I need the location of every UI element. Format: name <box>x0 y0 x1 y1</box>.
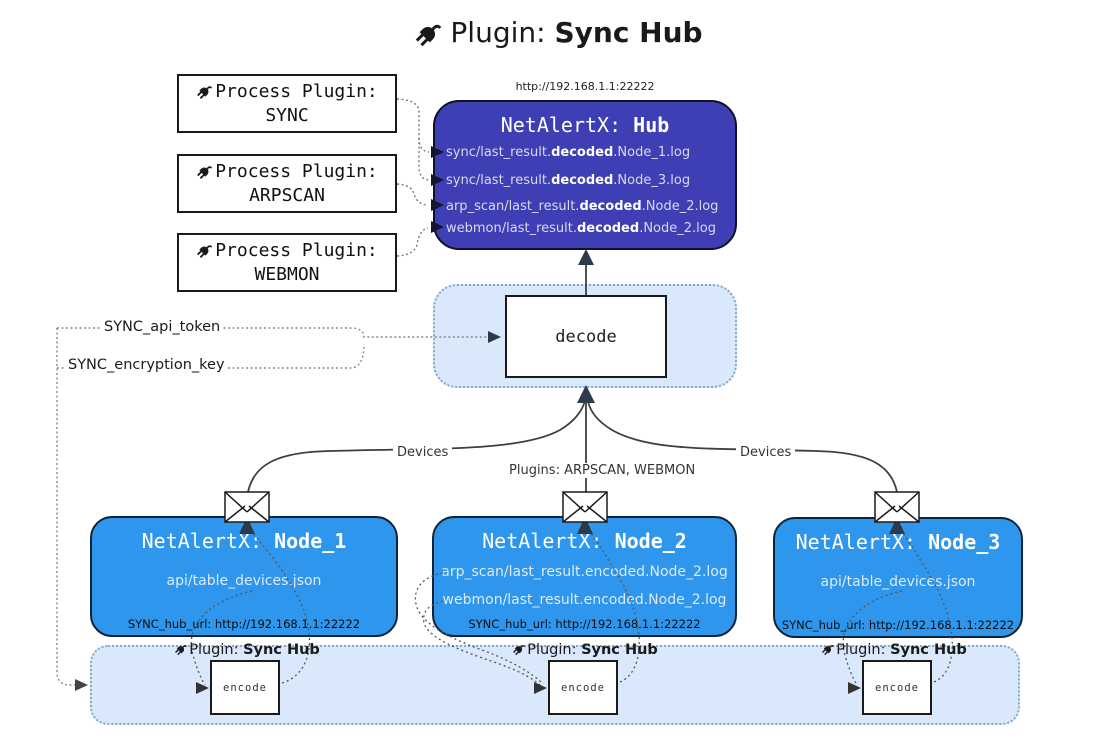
hub-log-line: sync/last_result.decoded.Node_3.log <box>446 173 691 188</box>
node-title: NetAlertX: Node_1 <box>141 529 347 553</box>
hub-box: NetAlertX: Hub sync/last_result.decoded.… <box>433 100 737 250</box>
encode-box-3: encode <box>862 660 932 715</box>
edge-label-devices-right: Devices <box>736 445 796 460</box>
hub-url: http://192.168.1.1:22222 <box>515 80 655 93</box>
page-title-bold: Sync Hub <box>554 16 703 49</box>
encode-plugin-label: Plugin: Sync Hub <box>821 641 967 658</box>
plug-icon <box>196 81 215 100</box>
process-plugin-name: SYNC <box>265 105 309 126</box>
encode-box-2: encode <box>548 660 618 715</box>
process-plugin-sync: Process Plugin: SYNC <box>177 74 397 133</box>
band-in-arrowhead <box>75 679 88 691</box>
process-plugin-name: ARPSCAN <box>249 185 325 206</box>
node-file-line: api/table_devices.json <box>166 573 322 589</box>
sync-api-token-label: SYNC_api_token <box>101 319 224 335</box>
hub-log-line: sync/last_result.decoded.Node_1.log <box>446 145 691 160</box>
edge-label-plugins: Plugins: ARPSCAN, WEBMON <box>505 463 700 478</box>
process-plugin-webmon: Process Plugin: WEBMON <box>177 233 397 292</box>
node-title: NetAlertX: Node_2 <box>482 529 687 553</box>
node-to-decode-curves <box>247 400 898 493</box>
node-hub-url: SYNC_hub_url: http://192.168.1.1:22222 <box>127 617 361 631</box>
plugin-to-hub-connectors <box>396 98 430 257</box>
page-title-prefix: Plugin: <box>450 16 555 49</box>
node-file-line: api/table_devices.json <box>820 574 976 590</box>
hub-log-line: webmon/last_result.decoded.Node_2.log <box>446 221 716 236</box>
node-file-line: webmon/last_result.encoded.Node_2.log <box>442 592 727 608</box>
decode-box: decode <box>505 295 667 378</box>
process-plugin-arpscan: Process Plugin: ARPSCAN <box>177 154 397 213</box>
hub-in-arrowhead <box>578 249 594 265</box>
node-3-box: NetAlertX: Node_3 api/table_devices.json… <box>773 517 1023 638</box>
plug-icon <box>512 641 527 656</box>
node-hub-url: SYNC_hub_url: http://192.168.1.1:22222 <box>781 618 1015 632</box>
page-title: Plugin: Sync Hub <box>0 16 1117 49</box>
plug-icon <box>174 641 189 656</box>
hub-title: NetAlertX: Hub <box>500 113 670 137</box>
encode-plugin-label: Plugin: Sync Hub <box>174 641 320 658</box>
node-title: NetAlertX: Node_3 <box>795 530 1001 554</box>
node-1-box: NetAlertX: Node_1 api/table_devices.json… <box>90 516 398 637</box>
edge-label-devices-left: Devices <box>393 445 453 460</box>
process-plugin-label: Process Plugin: <box>179 161 395 182</box>
sync-encryption-key-label: SYNC_encryption_key <box>65 357 228 373</box>
hub-log-line: arp_scan/last_result.decoded.Node_2.log <box>446 199 719 214</box>
plug-icon <box>196 240 215 259</box>
process-plugin-label: Process Plugin: <box>179 81 395 102</box>
encode-plugin-label: Plugin: Sync Hub <box>512 641 658 658</box>
encode-box-1: encode <box>210 660 280 715</box>
plug-icon <box>821 641 836 656</box>
process-plugin-name: WEBMON <box>254 264 320 285</box>
node-hub-url: SYNC_hub_url: http://192.168.1.1:22222 <box>468 617 701 631</box>
plug-icon <box>196 161 215 180</box>
process-plugin-label: Process Plugin: <box>179 240 395 261</box>
node-file-line: arp_scan/last_result.encoded.Node_2.log <box>441 564 728 580</box>
plug-icon <box>414 16 446 48</box>
node-2-box: NetAlertX: Node_2 arp_scan/last_result.e… <box>432 516 737 637</box>
